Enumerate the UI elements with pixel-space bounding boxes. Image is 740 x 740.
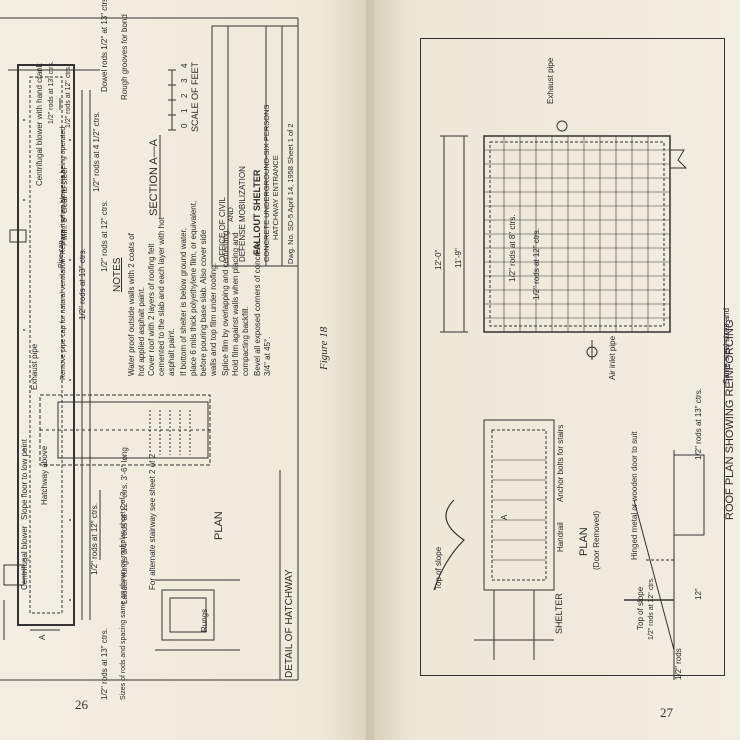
drawing-frame [420, 38, 725, 676]
label-remove-pipe-cap: Remove pipe cap for natural ventilation.… [60, 126, 67, 380]
scale-tick-3: 3 [180, 78, 189, 83]
plan-title-right: PLAN [578, 527, 590, 556]
title-subtitle-2: HATCHWAY ENTRANCE [271, 155, 280, 240]
drawing-number: Dwg. No. SD-5 April 14, 1958 Sheet 1 of … [286, 123, 295, 265]
label-sizes-rods: Sizes of rods and spacing same as shown … [120, 491, 127, 700]
note-line: cemented to the slab and each layer with… [157, 217, 166, 376]
label-anchor-bolts: Anchor bolts for stairs [556, 424, 565, 502]
label-rods-13-right: 1/2" rods at 13" ctrs. [694, 388, 703, 460]
page-number-left: 26 [75, 697, 88, 712]
label-centrifugal-top: Centrifugal blower with hand crank [35, 63, 44, 186]
note-line: Bevel all exposed corners of concrete [253, 242, 262, 376]
label-rough-grooves: Rough grooves for bond [120, 14, 129, 100]
label-dim-11-9: 11'-9" [454, 248, 463, 268]
plan-subtitle: (Door Removed) [592, 510, 601, 570]
right-page: ROOF PLAN SHOWING REINFORCING PLAN (Door… [374, 0, 740, 740]
note-line: walls and top film under roofing. [209, 263, 218, 376]
label-dim-12: 12" [694, 588, 703, 600]
note-line: place 6 mils thick polyethylene film, or… [189, 200, 198, 376]
label-rods-bottom: 1/2" rods [674, 648, 683, 680]
book-gutter [366, 0, 374, 740]
label-exhaust-pipe-right: Exhaust pipe [546, 57, 555, 104]
section-title: SECTION A—A [148, 138, 160, 216]
label-rods-12b: 1/2" rods at 12" ctrs. [100, 200, 109, 272]
scale-tick-1: 1 [180, 108, 189, 113]
title-subtitle-1: CONCRETE UNDERGROUND-SIX PERSONS [262, 104, 271, 262]
note-line: hot applied asphalt paint. [137, 287, 146, 376]
note-line: Water proof outside walls with 2 coats o… [127, 233, 136, 376]
note-line: before pouring base slab. Also cover sid… [199, 229, 208, 376]
label-exhaust-pipe: Exhaust pipe [30, 343, 39, 390]
note-line: Splice film by overlapping and cementing… [221, 228, 230, 376]
plan-title: PLAN [213, 511, 225, 540]
note-line: 3/4" at 45°. [263, 336, 272, 376]
label-centrifugal-blower: Centrifugal blower [20, 525, 29, 590]
label-handrail: Handrail [556, 522, 565, 552]
label-rods-12-bottom: 1/2" rods at 12" ctrs. [648, 577, 655, 640]
left-page: OFFICE OF CIVIL AND DEFENSE MOBILIZATION… [0, 0, 366, 740]
label-rods-4half: 1/2" rods at 4 1/2" ctrs. [92, 111, 101, 192]
label-shelter: SHELTER [554, 593, 564, 634]
label-rods-12: 1/2" rods at 12" ctrs. [65, 65, 72, 128]
page-number-right: 27 [660, 705, 673, 720]
label-slope-floor: Slope floor to low point [20, 439, 29, 520]
label-air-inlet: Air inlet pipe [608, 335, 617, 380]
note-line: compacting backfill. [241, 306, 250, 376]
label-alternate: For alternate stairway see sheet 2 of 2 [148, 453, 157, 590]
label-same-steel: Same steel sizes and [722, 307, 731, 384]
label-hatchway-above: Hatchway above [40, 445, 49, 505]
scale-tick-2: 2 [180, 93, 189, 98]
label-section-A-right: A [500, 514, 509, 520]
label-rods-8: 1/2" rods at 8" ctrs. [508, 214, 517, 282]
note-line: Cover roof with 2 layers of roofing felt [147, 243, 156, 376]
label-section-A: A [38, 634, 47, 640]
note-line: If bottom of shelter is below ground wat… [179, 227, 188, 376]
label-dim-12-0: 12'-0" [434, 249, 443, 270]
right-drawing [433, 120, 705, 680]
label-rungs: Rungs [200, 608, 209, 632]
note-line: asphalt paint. [167, 328, 176, 376]
label-top-of-slope: Top of slope [434, 546, 443, 590]
label-dowel-rods: Dowel rods 1/2" at 13" ctrs. [100, 0, 109, 92]
scale-tick-0: 0 [180, 123, 189, 128]
title-agency-2: AND [228, 207, 235, 222]
scale-title: SCALE OF FEET [190, 61, 200, 132]
scale-tick-4: 4 [180, 63, 189, 68]
label-rods-13c: 1/2" rods at 13" ctrs. [78, 248, 87, 320]
note-line: Hold film against walls when placing and [231, 232, 240, 376]
label-rods-13: 1/2" rods at 13" ctrs. [48, 61, 55, 124]
figure-caption: Figure 18 [318, 326, 330, 370]
label-hinged-door: Hinged metal or wooden door to suit [630, 431, 639, 560]
label-top-of-slope-2: Top of slope [636, 586, 645, 630]
label-rods-12-right: 1/2" rods at 12" ctrs. [532, 228, 541, 300]
detail-title: DETAIL OF HATCHWAY [284, 569, 295, 678]
notes-title: NOTES [112, 257, 123, 292]
label-rods-13b: 1/2" rods at 13" ctrs. [100, 628, 109, 700]
left-drawing [0, 17, 299, 681]
label-rods-12c: 1/2" rods at 12" ctrs. [90, 503, 99, 575]
